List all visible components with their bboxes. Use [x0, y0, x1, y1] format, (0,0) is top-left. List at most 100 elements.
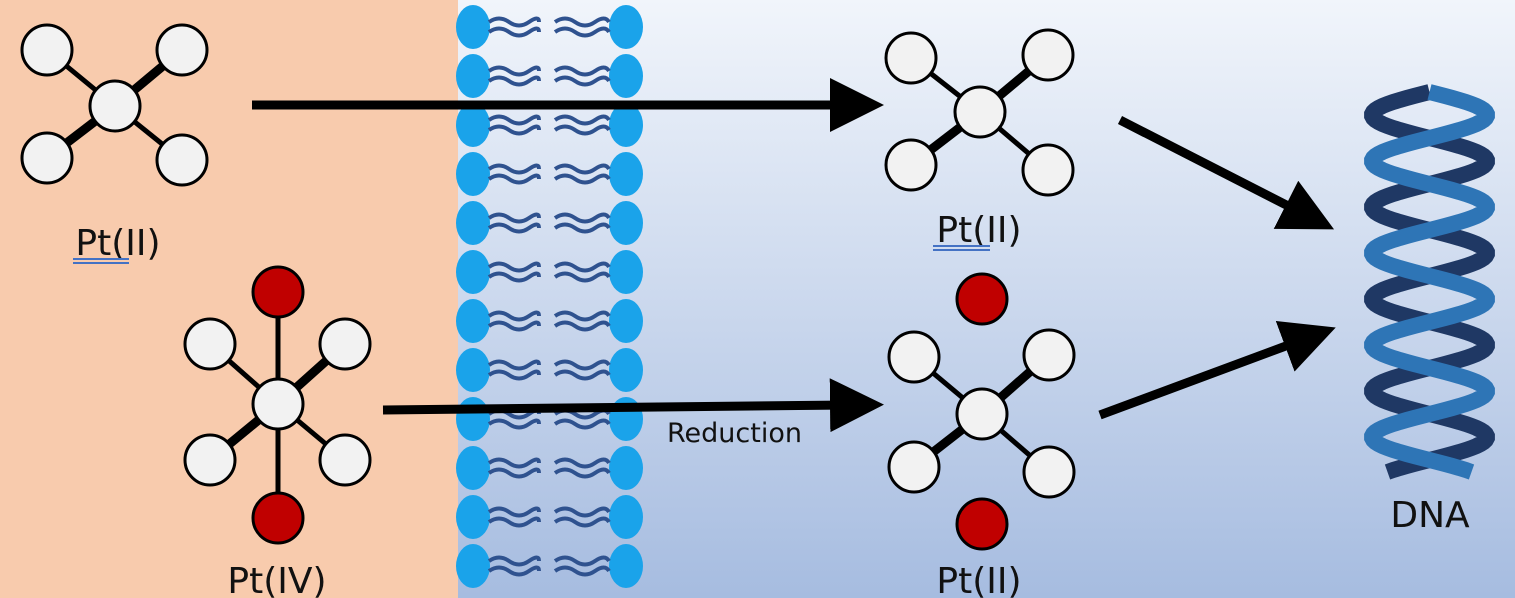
lipid-tail-outer: [487, 369, 541, 381]
lipid-tail-inner: [553, 555, 611, 567]
lipid-tail-outer: [487, 310, 541, 322]
ligand-atom: [318, 433, 372, 487]
lipid-tail-inner: [553, 565, 611, 577]
lipid-tail-inner: [553, 16, 611, 28]
lipid-head-inner: [609, 152, 643, 196]
lipid-tail-inner: [553, 506, 611, 518]
extracellular-region: [0, 0, 458, 598]
lipid-tail-outer: [487, 516, 541, 528]
lipid-tail-outer: [487, 261, 541, 273]
lipid-head-inner: [609, 54, 643, 98]
lipid-head-inner: [609, 544, 643, 588]
lipid-tail-outer: [487, 418, 541, 430]
platinum-center: [251, 377, 305, 431]
label-inside-pt2-bottom: Pt(II): [936, 561, 1021, 598]
lipid-head-outer: [456, 544, 490, 588]
dna-front-strand: [1364, 84, 1495, 480]
dna-back-strand: [1364, 84, 1495, 480]
ligand-atom: [887, 330, 941, 384]
ligand-atom: [155, 133, 209, 187]
ligand-atom: [1022, 445, 1076, 499]
axial-ligand-bottom: [251, 491, 305, 545]
pt4-complex-outside: [183, 265, 372, 545]
label-dna: DNA: [1390, 495, 1470, 536]
lipid-tail-outer: [487, 173, 541, 185]
label-outside-pt4: Pt(IV): [227, 561, 326, 598]
lipid-tail-outer: [487, 320, 541, 332]
arrows: [252, 78, 1336, 433]
ligand-atom: [1021, 143, 1075, 197]
lipid-tail-inner: [553, 271, 611, 283]
lipid-tail-outer: [487, 26, 541, 38]
lipid-head-inner: [609, 201, 643, 245]
lipid-tail-inner: [553, 75, 611, 87]
lipid-tail-inner: [553, 124, 611, 136]
lipid-tail-outer: [487, 212, 541, 224]
lipid-head-outer: [456, 103, 490, 147]
lipid-tail-outer: [487, 65, 541, 77]
lipid-tail-inner: [553, 212, 611, 224]
lipid-head-inner: [609, 495, 643, 539]
lipid-tail-outer: [487, 457, 541, 469]
lipid-head-outer: [456, 250, 490, 294]
lipid-head-inner: [609, 5, 643, 49]
lipid-tail-outer: [487, 271, 541, 283]
axial-ligand-top: [251, 265, 305, 319]
lipid-head-inner: [609, 103, 643, 147]
lipid-head-outer: [456, 152, 490, 196]
lipid-head-outer: [456, 348, 490, 392]
lipid-tail-inner: [553, 310, 611, 322]
lipid-head-outer: [456, 397, 490, 441]
lipid-head-inner: [609, 250, 643, 294]
lipid-tail-outer: [487, 222, 541, 234]
lipid-tail-inner: [553, 173, 611, 185]
arrow-reduced-pt2-to-dna: [1098, 320, 1336, 420]
ligand-atom: [318, 317, 372, 371]
ligand-atom: [183, 317, 237, 371]
platinum-center: [955, 387, 1009, 441]
lipid-tail-outer: [487, 555, 541, 567]
lipid-head-outer: [456, 446, 490, 490]
arrow-pt2-to-dna: [1117, 115, 1335, 230]
lipid-tail-outer: [487, 565, 541, 577]
ligand-atom: [884, 138, 938, 192]
lipid-tail-inner: [553, 516, 611, 528]
lipid-tail-outer: [487, 467, 541, 479]
ligand-atom: [155, 23, 209, 77]
pt2-complex-reduced: [887, 328, 1076, 499]
label-outside-pt2: Pt(II): [75, 223, 160, 264]
lipid-tail-inner: [553, 114, 611, 126]
lipid-tail-inner: [553, 261, 611, 273]
lipid-tail-inner: [553, 467, 611, 479]
lipid-head-outer: [456, 201, 490, 245]
label-reduction: Reduction: [667, 418, 802, 449]
lipid-tail-inner: [553, 457, 611, 469]
lipid-head-outer: [456, 5, 490, 49]
ligand-atom: [1022, 328, 1076, 382]
label-inside-pt2-top: Pt(II): [936, 210, 1021, 251]
lipid-tail-outer: [487, 114, 541, 126]
platinum-center: [88, 79, 142, 133]
lipid-tail-inner: [553, 359, 611, 371]
ligand-atom: [20, 23, 74, 77]
lipid-tail-outer: [487, 163, 541, 175]
lipid-tail-inner: [553, 26, 611, 38]
lipid-head-outer: [456, 54, 490, 98]
arrow-pt4-reduction: [382, 378, 884, 433]
lipid-bilayer-membrane: [456, 5, 643, 588]
lipid-tail-inner: [553, 65, 611, 77]
released-axial-ligand-top: [955, 272, 1009, 326]
lipid-tail-inner: [553, 222, 611, 234]
lipid-tail-outer: [487, 506, 541, 518]
lipid-tail-outer: [487, 124, 541, 136]
lipid-head-inner: [609, 446, 643, 490]
lipid-tail-outer: [487, 359, 541, 371]
lipid-head-inner: [609, 299, 643, 343]
pt2-complex-outside: [20, 23, 209, 187]
lipid-head-inner: [609, 348, 643, 392]
dna-helix: [1364, 84, 1495, 480]
released-axial-ligand-bottom: [955, 497, 1009, 551]
ligand-atom: [20, 131, 74, 185]
lipid-head-outer: [456, 495, 490, 539]
